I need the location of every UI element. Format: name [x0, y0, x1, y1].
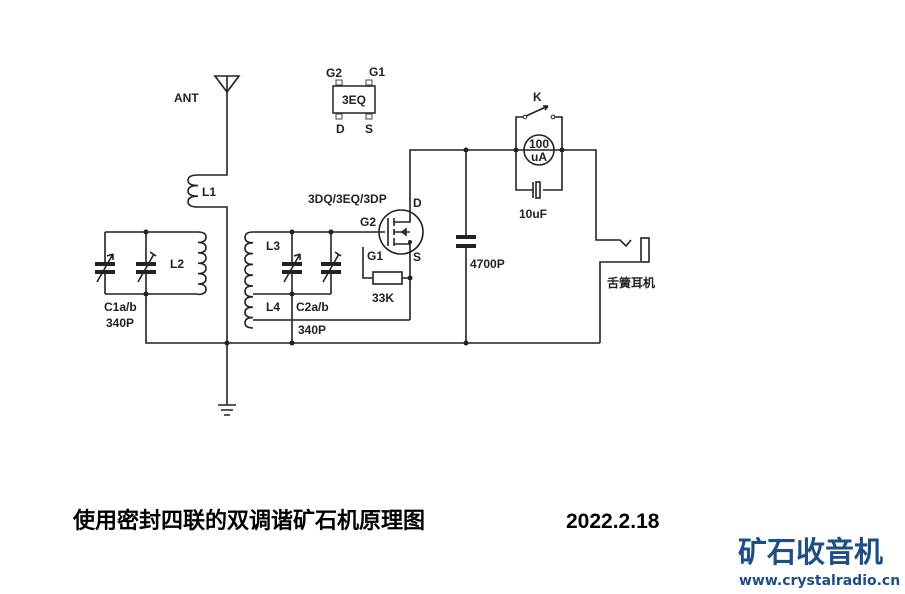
earphone-label: 舌簧耳机	[607, 275, 655, 290]
resistor-33k	[372, 271, 403, 285]
switch-k[interactable]	[522, 105, 556, 120]
c1-value: 340P	[106, 316, 134, 330]
variable-capacitor-c2b	[321, 251, 342, 283]
c1-label: C1a/b	[104, 300, 137, 314]
cap-4700p-label: 4700P	[470, 257, 505, 271]
antenna-wire	[198, 92, 228, 405]
fet-model-label: 3DQ/3EQ/3DP	[308, 192, 387, 206]
pkg-name: 3EQ	[342, 93, 366, 107]
pkg-d: D	[336, 122, 345, 136]
package-diagram: 3EQ G2 G1 D S	[326, 65, 385, 136]
antenna-icon	[213, 75, 241, 94]
inductor-l3-l4	[244, 231, 254, 329]
g1-label: G1	[367, 249, 383, 263]
diagram-date: 2022.2.18	[566, 510, 660, 533]
l2-label: L2	[170, 257, 184, 271]
capacitor-4700p	[456, 235, 476, 239]
pkg-s: S	[365, 122, 373, 136]
g2-label: G2	[360, 215, 376, 229]
logo-url: www.crystalradio.cn	[739, 573, 900, 589]
drain-source-wires	[362, 149, 632, 320]
c2-label: C2a/b	[296, 300, 329, 314]
variable-capacitor-c1b	[136, 251, 157, 283]
switch-k-label: K	[533, 90, 542, 104]
pkg-g1: G1	[369, 65, 385, 79]
inductor-l2	[197, 231, 207, 296]
meter-top-label: 100	[529, 137, 549, 151]
inductor-l1	[187, 174, 199, 208]
pkg-g2: G2	[326, 66, 342, 80]
ground-icon	[218, 404, 236, 416]
variable-capacitor-c2a	[282, 253, 302, 283]
c2-value: 340P	[298, 323, 326, 337]
microammeter	[523, 134, 555, 166]
logo-name: 矿石收音机	[738, 535, 883, 569]
l3-label: L3	[266, 239, 280, 253]
l4-label: L4	[266, 300, 280, 314]
source-label: S	[413, 250, 421, 264]
resistor-label: 33K	[372, 291, 394, 305]
variable-capacitor-c1a	[95, 253, 115, 283]
mosfet-symbol	[378, 209, 424, 255]
ant-label: ANT	[174, 91, 199, 105]
drain-label: D	[413, 196, 422, 210]
l1-label: L1	[202, 185, 216, 199]
diagram-title: 使用密封四联的双调谐矿石机原理图	[72, 508, 425, 534]
tank1-wires	[104, 231, 600, 344]
capacitor-10uf	[532, 181, 541, 199]
meter-loop-wires	[515, 116, 563, 191]
cap-10uf-label: 10uF	[519, 207, 547, 221]
earphone-jack	[640, 237, 650, 263]
meter-bottom-label: uA	[531, 150, 547, 164]
earphone-wire	[599, 261, 640, 343]
